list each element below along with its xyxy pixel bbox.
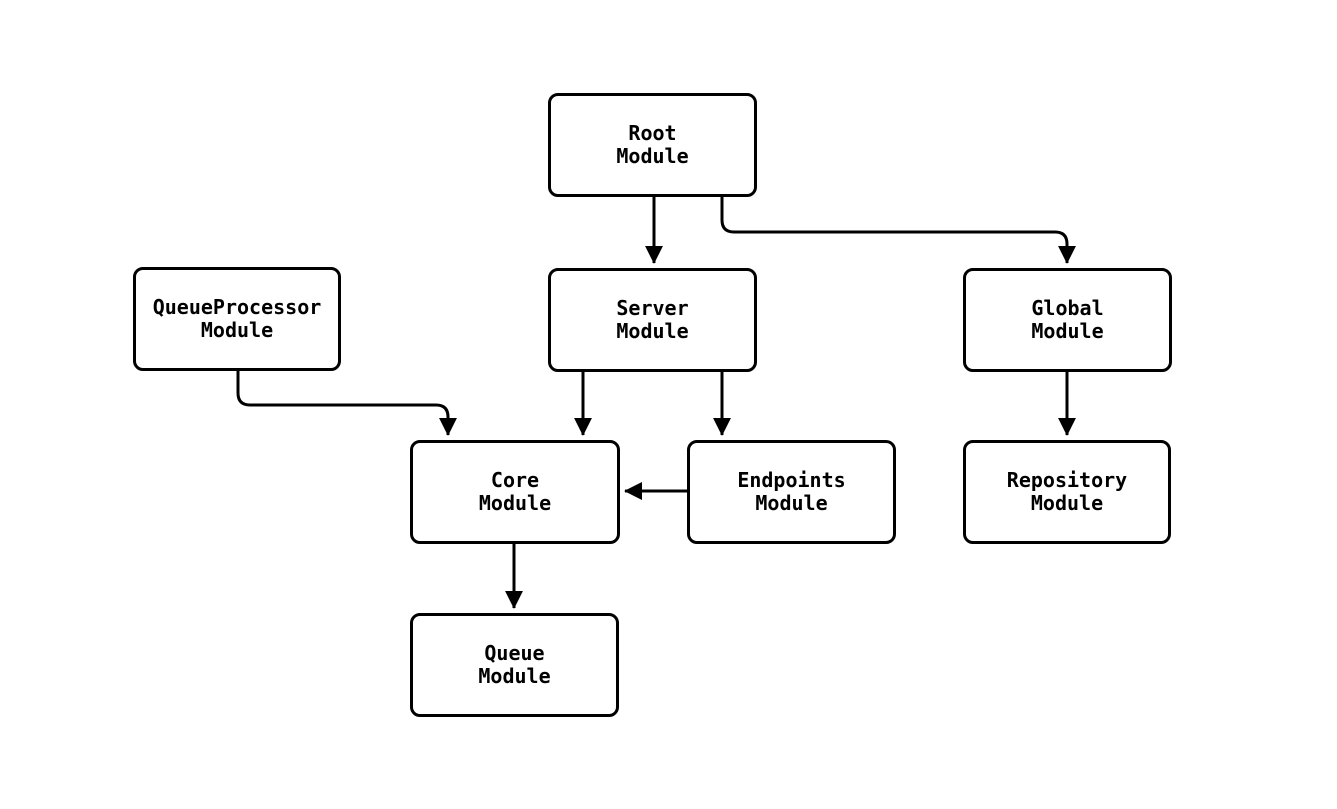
node-global-module-label: Global Module — [1031, 296, 1104, 343]
node-global-module: Global Module — [963, 268, 1172, 372]
edge-root-to-global — [720, 197, 1076, 264]
edge-queueprocessor-to-core — [236, 371, 457, 436]
node-repository-module-label: Repository Module — [1006, 468, 1128, 515]
node-repository-module: Repository Module — [963, 440, 1171, 544]
node-endpoints-module-label: Endpoints Module — [737, 468, 846, 515]
node-core-module-label: Core Module — [478, 468, 552, 515]
node-root-module-label: Root Module — [616, 121, 689, 168]
node-server-module: Server Module — [548, 268, 757, 372]
node-queueprocessor-module-label: QueueProcessor Module — [152, 295, 322, 342]
node-queue-module: Queue Module — [410, 613, 619, 717]
node-server-module-label: Server Module — [616, 296, 689, 343]
node-queueprocessor-module: QueueProcessor Module — [133, 267, 341, 371]
node-queue-module-label: Queue Module — [478, 641, 551, 688]
node-root-module: Root Module — [548, 93, 757, 197]
node-endpoints-module: Endpoints Module — [687, 440, 896, 544]
node-core-module: Core Module — [410, 440, 620, 544]
